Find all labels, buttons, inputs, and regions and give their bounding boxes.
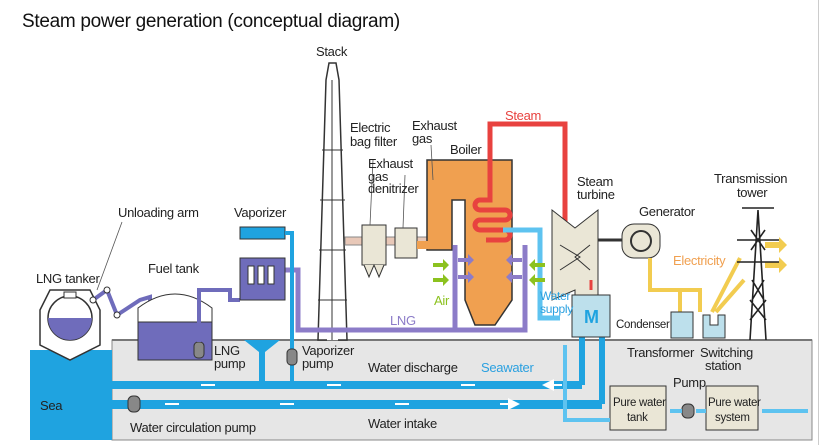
label-air: Air	[434, 293, 450, 308]
label-denitrizer-3: denitrizer	[368, 181, 419, 196]
label-water-supply-1: Water	[540, 289, 570, 303]
turbine-blades	[559, 244, 591, 271]
label-transmission-tower-2: tower	[737, 185, 768, 200]
label-pump: Pump	[673, 375, 706, 390]
label-denitrizer-1: Exhaust	[368, 156, 414, 171]
lng-pump	[193, 341, 205, 359]
generator-coil-icon	[630, 230, 652, 252]
water-supply-pipe	[503, 227, 560, 321]
label-boiler: Boiler	[450, 142, 482, 157]
seawater-pipe	[579, 330, 605, 404]
label-pure-water-tank-2: tank	[627, 412, 648, 424]
bag-filter-hoppers	[363, 263, 385, 279]
electric-bag-filter	[361, 224, 387, 266]
label-unloading-arm: Unloading arm	[118, 205, 199, 220]
pure-water-system	[705, 385, 759, 431]
generator	[621, 223, 661, 259]
label-switching-station-2: station	[705, 358, 741, 373]
transformer	[670, 311, 694, 339]
vaporizer-pump	[286, 348, 298, 366]
label-water-supply-2: supply	[540, 302, 573, 316]
electricity-output-arrows	[765, 237, 787, 273]
label-water-circulation-pump: Water circulation pump	[130, 420, 256, 435]
diagram-title: Steam power generation (conceptual diagr…	[22, 11, 400, 32]
label-sea: Sea	[40, 398, 63, 413]
label-vaporizer: Vaporizer	[234, 205, 287, 220]
condenser	[571, 294, 611, 338]
switching-station	[702, 314, 726, 339]
label-seawater: Seawater	[481, 360, 534, 375]
label-exhaust-gas: Exhaust	[412, 118, 458, 133]
flow-arrows	[165, 385, 562, 404]
label-exhaust-gas-2: gas	[412, 131, 433, 146]
label-electricity: Electricity	[673, 253, 726, 268]
label-water-discharge: Water discharge	[368, 360, 458, 375]
label-denitrizer-2: gas	[368, 169, 389, 184]
label-transformer: Transformer	[627, 345, 695, 360]
label-transmission-tower-1: Transmission	[714, 171, 787, 186]
exhaust-gas-path	[417, 175, 441, 249]
lng-transfer-pipe	[197, 288, 240, 342]
pure-water-pump	[681, 403, 695, 419]
water-circulation-pump	[127, 395, 141, 413]
discharge-funnel	[244, 340, 280, 381]
label-lng: LNG	[390, 313, 416, 328]
stack	[317, 62, 348, 341]
label-electric-bag-filter-2: bag filter	[350, 134, 398, 149]
label-vaporizer-pump-1: Vaporizer	[302, 343, 355, 358]
label-stack: Stack	[316, 44, 348, 59]
transmission-tower	[737, 207, 779, 341]
label-lng-pump-1: LNG	[214, 343, 240, 358]
lng-burner-arrows	[458, 254, 522, 283]
label-switching-station-1: Switching	[700, 345, 753, 360]
label-condenser: Condenser	[616, 319, 670, 331]
label-lng-pump-2: pump	[214, 356, 245, 371]
lng-tanker	[39, 289, 101, 361]
makeup-water-pipe	[563, 345, 610, 422]
vaporizer-tubes	[247, 265, 275, 285]
label-pure-water-system-1: Pure water	[708, 397, 761, 409]
condenser-m-icon: M	[584, 307, 599, 327]
label-pure-water-tank-1: Pure water	[613, 397, 666, 409]
water-discharge-channel	[112, 381, 582, 389]
label-generator: Generator	[639, 204, 696, 219]
label-fuel-tank: Fuel tank	[148, 261, 200, 276]
sea	[30, 350, 112, 440]
label-water-intake: Water intake	[368, 416, 437, 431]
vaporizer-water-header	[239, 226, 286, 240]
electricity-line	[648, 257, 746, 314]
label-vaporizer-pump-2: pump	[302, 356, 333, 371]
leader-lines	[96, 144, 434, 291]
label-lng-tanker: LNG tanker	[36, 271, 100, 286]
air-arrows	[433, 259, 545, 286]
pure-water-tank	[609, 385, 667, 431]
label-steam-turbine-2: turbine	[577, 187, 615, 202]
vaporizer-seawater-pipe	[285, 231, 294, 385]
water-intake-channel	[112, 400, 602, 409]
label-pure-water-system-2: system	[715, 412, 750, 424]
ground	[111, 339, 813, 441]
label-electric-bag-filter: Electric	[350, 120, 391, 135]
unloading-arm-joints	[89, 286, 121, 319]
label-steam-turbine-1: Steam	[577, 174, 613, 189]
exhaust-gas-denitrizer	[394, 227, 418, 259]
label-steam: Steam	[505, 108, 541, 123]
